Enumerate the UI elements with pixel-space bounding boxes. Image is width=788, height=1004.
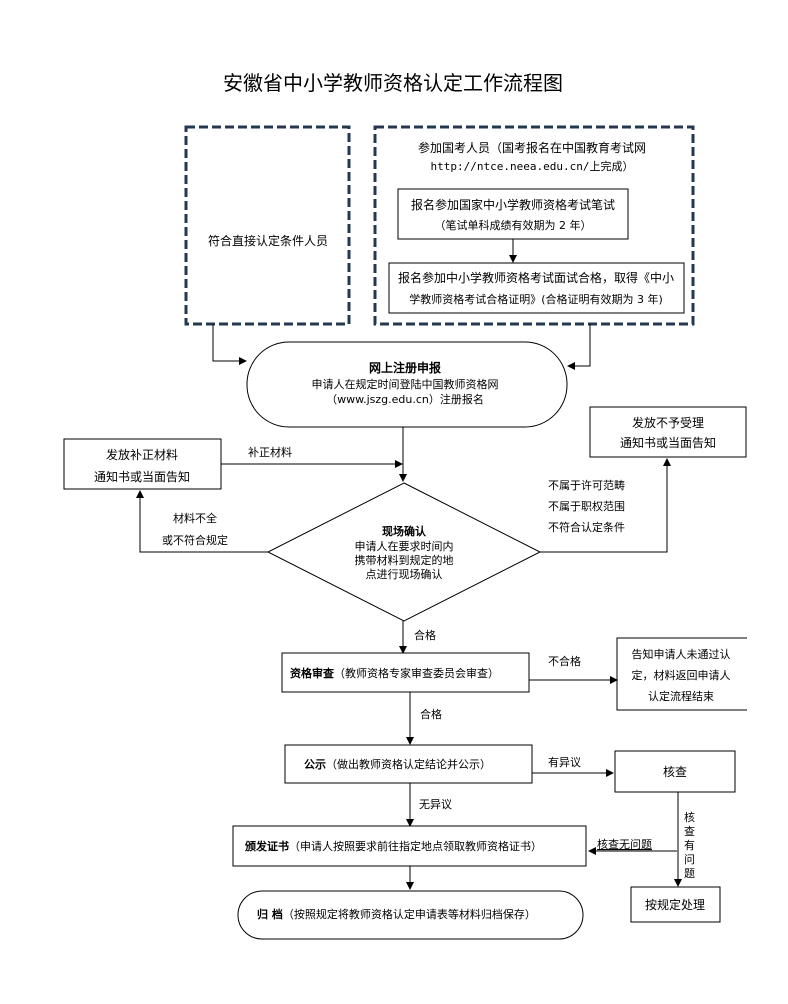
- label-verify-problem: 核 查 有 问 题: [684, 810, 695, 880]
- label-pass-2: 合格: [420, 707, 442, 721]
- onsite-line1: 申请人在要求时间内: [355, 539, 454, 553]
- arrow-direct-to-online: [212, 324, 247, 365]
- onsite-line3: 点进行现场确认: [366, 567, 443, 581]
- supplement-line2: 通知书或当面告知: [94, 470, 190, 484]
- chart-title: 安徽省中小学教师资格认定工作流程图: [223, 71, 563, 95]
- node-reject-notice: 发放不予受理 通知书或当面告知: [589, 406, 747, 458]
- label-not-scope-3: 不符合认定条件: [548, 520, 625, 534]
- node-qualification-review: 资格审查（教师资格专家审查委员会审查）: [281, 652, 530, 693]
- node-publicity: 公示（做出教师资格认定结论并公示）: [284, 744, 533, 784]
- review-heading: 资格审查: [290, 666, 334, 680]
- written-line2: （笔试单科成绩有效期为 2 年）: [435, 218, 592, 232]
- publicity-detail: （做出教师资格认定结论并公示）: [326, 757, 491, 771]
- node-written-exam: 报名参加国家中小学教师资格考试笔试 （笔试单科成绩有效期为 2 年）: [397, 188, 629, 240]
- onsite-heading: 现场确认: [382, 524, 427, 538]
- supplement-line1: 发放补正材料: [106, 447, 178, 462]
- online-heading: 网上注册申报: [369, 360, 441, 375]
- publicity-text: 公示（做出教师资格认定结论并公示）: [304, 757, 491, 771]
- label-fail: 不合格: [548, 654, 581, 668]
- node-direct-text: 符合直接认定条件人员: [208, 233, 328, 248]
- node-direct-qualified: 符合直接认定条件人员: [184, 125, 351, 326]
- written-line1: 报名参加国家中小学教师资格考试笔试: [411, 197, 615, 212]
- interview-line1: 报名参加中小学教师资格考试面试合格，取得《中小: [398, 270, 674, 285]
- publicity-heading: 公示: [304, 758, 326, 771]
- issue-text: 颁发证书（申请人按照要求前往指定地点领取教师资格证书）: [245, 839, 542, 853]
- exam-group-line2: http://ntce.neea.edu.cn/上完成）: [431, 159, 634, 173]
- node-interview: 报名参加中小学教师资格考试面试合格，取得《中小 学教师资格考试合格证明》(合格证…: [388, 262, 685, 314]
- node-handle-per-rules: 按规定处理: [630, 886, 721, 923]
- label-not-scope-2: 不属于职权范围: [548, 499, 625, 513]
- archive-heading: 归 档: [257, 907, 283, 921]
- archive-detail: （按照规定将教师资格认定申请表等材料归档保存）: [283, 907, 536, 921]
- issue-detail: （申请人按照要求前往指定地点领取教师资格证书）: [289, 839, 542, 853]
- label-no-objection: 无异议: [419, 798, 452, 811]
- review-detail: （教师资格专家审查委员会审查）: [334, 666, 499, 680]
- interview-line2: 学教师资格考试合格证明》(合格证明有效期为 3 年): [409, 292, 663, 306]
- node-online-registration: 网上注册申报 申请人在规定时间登陆中国教师资格网 （www.jszg.edu.c…: [246, 341, 568, 428]
- label-verify-problem-char: 问: [684, 853, 695, 866]
- reject-line1: 发放不予受理: [632, 415, 704, 430]
- issue-heading: 颁发证书: [245, 839, 289, 853]
- online-line2: （www.jszg.edu.cn）注册报名: [326, 392, 484, 406]
- verify-text: 核查: [663, 765, 687, 779]
- node-archive: 归 档（按照规定将教师资格认定申请表等材料归档保存）: [237, 890, 584, 940]
- label-supplement-materials: 补正材料: [248, 445, 292, 459]
- label-incomplete-1: 材料不全: [173, 511, 217, 525]
- label-verify-problem-char: 核: [684, 810, 695, 824]
- arrow-onsite-to-supplement: [136, 490, 268, 553]
- handle-text: 按规定处理: [645, 897, 705, 912]
- label-incomplete-2: 或不符合规定: [162, 533, 228, 547]
- node-issue-certificate: 颁发证书（申请人按照要求前往指定地点领取教师资格证书）: [232, 825, 587, 867]
- review-text: 资格审查（教师资格专家审查委员会审查）: [290, 666, 499, 680]
- fail-line1: 告知申请人未通过认: [632, 647, 731, 661]
- arrow-exam-to-online: [567, 324, 591, 370]
- node-fail-notice: 告知申请人未通过认 定，材料返回申请人 认定流程结束: [616, 637, 747, 711]
- label-verify-problem-char: 有: [684, 838, 695, 852]
- fail-line3: 认定流程结束: [648, 689, 714, 703]
- node-onsite-confirmation: 现场确认 申请人在要求时间内 携带材料到规定的地 点进行现场确认: [266, 482, 542, 622]
- label-verify-problem-char: 题: [684, 867, 695, 880]
- label-not-scope-1: 不属于许可范畴: [548, 478, 625, 492]
- node-supplement-notice: 发放补正材料 通知书或当面告知: [63, 438, 222, 490]
- online-line1: 申请人在规定时间登陆中国教师资格网: [312, 377, 499, 391]
- label-verify-problem-char: 查: [684, 824, 695, 838]
- node-verify: 核查: [614, 750, 736, 793]
- arrow-onsite-to-reject: [540, 458, 671, 553]
- reject-line2: 通知书或当面告知: [620, 436, 716, 450]
- label-verify-ok: 核查无问题: [597, 837, 652, 851]
- archive-text: 归 档（按照规定将教师资格认定申请表等材料归档保存）: [257, 907, 536, 921]
- label-pass-1: 合格: [414, 628, 436, 642]
- exam-group-line1: 参加国考人员（国考报名在中国教育考试网: [418, 140, 646, 155]
- label-objection: 有异议: [548, 755, 581, 769]
- fail-line2: 定，材料返回申请人: [632, 668, 731, 682]
- onsite-line2: 携带材料到规定的地: [355, 553, 454, 567]
